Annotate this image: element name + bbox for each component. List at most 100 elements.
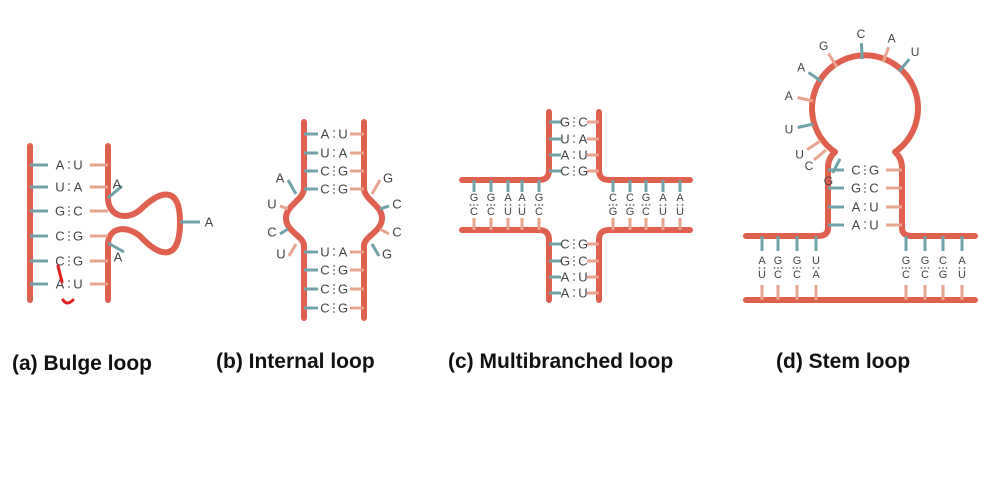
hydrogen-bond (908, 267, 911, 269)
loop-base-letter: A (276, 171, 285, 186)
base-letter: C (774, 269, 782, 281)
hydrogen-bond (901, 267, 904, 269)
hydrogen-bond (573, 125, 575, 127)
left-strand (283, 119, 307, 321)
base-letter: U (578, 270, 587, 285)
hydrogen-bond (68, 206, 70, 208)
hydrogen-bond (333, 136, 335, 138)
base-letter: G (338, 282, 348, 297)
hydrogen-bond (68, 161, 70, 163)
base-letter: G (470, 192, 479, 204)
strand-bottom-left (459, 227, 552, 303)
base-letter: G (560, 115, 570, 130)
hydrogen-bond (68, 183, 70, 185)
base-letter: G (609, 206, 618, 218)
base-letter: U (578, 286, 587, 301)
strand-top-right (596, 109, 693, 183)
base-letter: G (578, 164, 588, 179)
base-letter: G (921, 255, 930, 267)
base-letter: U (869, 200, 878, 215)
loop-base-letter: C (805, 159, 814, 173)
hydrogen-bond (333, 248, 335, 250)
hydrogen-bond (632, 204, 635, 206)
loop-base-letter: U (911, 45, 920, 59)
loop-base-letter: U (267, 197, 276, 212)
loop-base-letter: A (113, 177, 122, 192)
base-letter: A (321, 127, 330, 142)
hydrogen-bond (681, 204, 684, 206)
base-letter: A (518, 192, 526, 204)
hydrogen-bond (864, 173, 866, 175)
loop-base-stub (370, 243, 381, 257)
base-letter: G (851, 181, 861, 196)
base-letter: A (561, 286, 570, 301)
hydrogen-bond (792, 267, 795, 269)
hydrogen-bond (333, 184, 335, 186)
base-letter: A (561, 148, 570, 163)
loop-base-letter: U (785, 123, 794, 137)
base-letter: A (758, 255, 766, 267)
loop-base-stub (827, 52, 839, 68)
hydrogen-bond (333, 188, 335, 190)
base-letter: G (642, 192, 651, 204)
hydrogen-bond (68, 264, 70, 266)
loop-base-letter: G (819, 39, 828, 53)
base-letter: G (793, 255, 802, 267)
right-strand (361, 119, 385, 321)
base-letter: G (487, 192, 496, 204)
hydrogen-bond (333, 269, 335, 271)
hydrogen-bond (573, 273, 575, 275)
hydrogen-bond (490, 204, 492, 206)
hydrogen-bond (573, 295, 575, 297)
right-strand-with-bulge (105, 143, 183, 303)
hydrogen-bond (573, 170, 575, 172)
hydrogen-bond (573, 117, 575, 119)
loop-base-letter: A (114, 250, 123, 265)
base-letter: A (504, 192, 512, 204)
hydrogen-bond (573, 260, 575, 262)
hydrogen-bond (864, 191, 866, 193)
hydrogen-bond (68, 189, 70, 191)
hydrogen-bond (796, 267, 798, 269)
base-letter: U (55, 180, 64, 195)
hydrogen-bond (333, 307, 335, 309)
base-letter: C (869, 181, 878, 196)
loop-base-stub (813, 148, 827, 162)
hydrogen-bond (504, 204, 507, 206)
loop-base-letter: C (267, 225, 276, 240)
base-letter: G (869, 163, 879, 178)
hydrogen-bond (68, 239, 70, 241)
hydrogen-bond (486, 204, 489, 206)
base-letter: A (56, 277, 65, 292)
base-letter: C (320, 301, 329, 316)
hydrogen-bond (958, 267, 961, 269)
hydrogen-bond (608, 204, 611, 206)
hydrogen-bond (333, 170, 335, 172)
base-letter: U (869, 218, 878, 233)
left-strand-top (743, 225, 831, 239)
hydrogen-bond (664, 204, 667, 206)
base-letter: C (73, 204, 82, 219)
loop-base-stub (797, 96, 814, 103)
base-letter: C (55, 254, 64, 269)
base-letter: C (470, 206, 478, 218)
hydrogen-bond (905, 267, 907, 269)
hydrogen-bond (573, 289, 575, 291)
loop-base-stub (370, 179, 382, 195)
hydrogen-bond (333, 166, 335, 168)
base-letter: C (560, 164, 569, 179)
hydrogen-bond (534, 204, 537, 206)
loop-base-stub (831, 158, 842, 174)
hydrogen-bond (68, 167, 70, 169)
base-letter: U (578, 148, 587, 163)
base-letter: C (902, 269, 910, 281)
hydrogen-bond (629, 204, 631, 206)
base-letter: C (320, 164, 329, 179)
hydrogen-bond (573, 256, 575, 258)
base-letter: A (852, 218, 861, 233)
base-letter: C (320, 182, 329, 197)
hydrogen-bond (963, 267, 966, 269)
hydrogen-bond (68, 256, 70, 258)
hydrogen-bond (758, 267, 761, 269)
